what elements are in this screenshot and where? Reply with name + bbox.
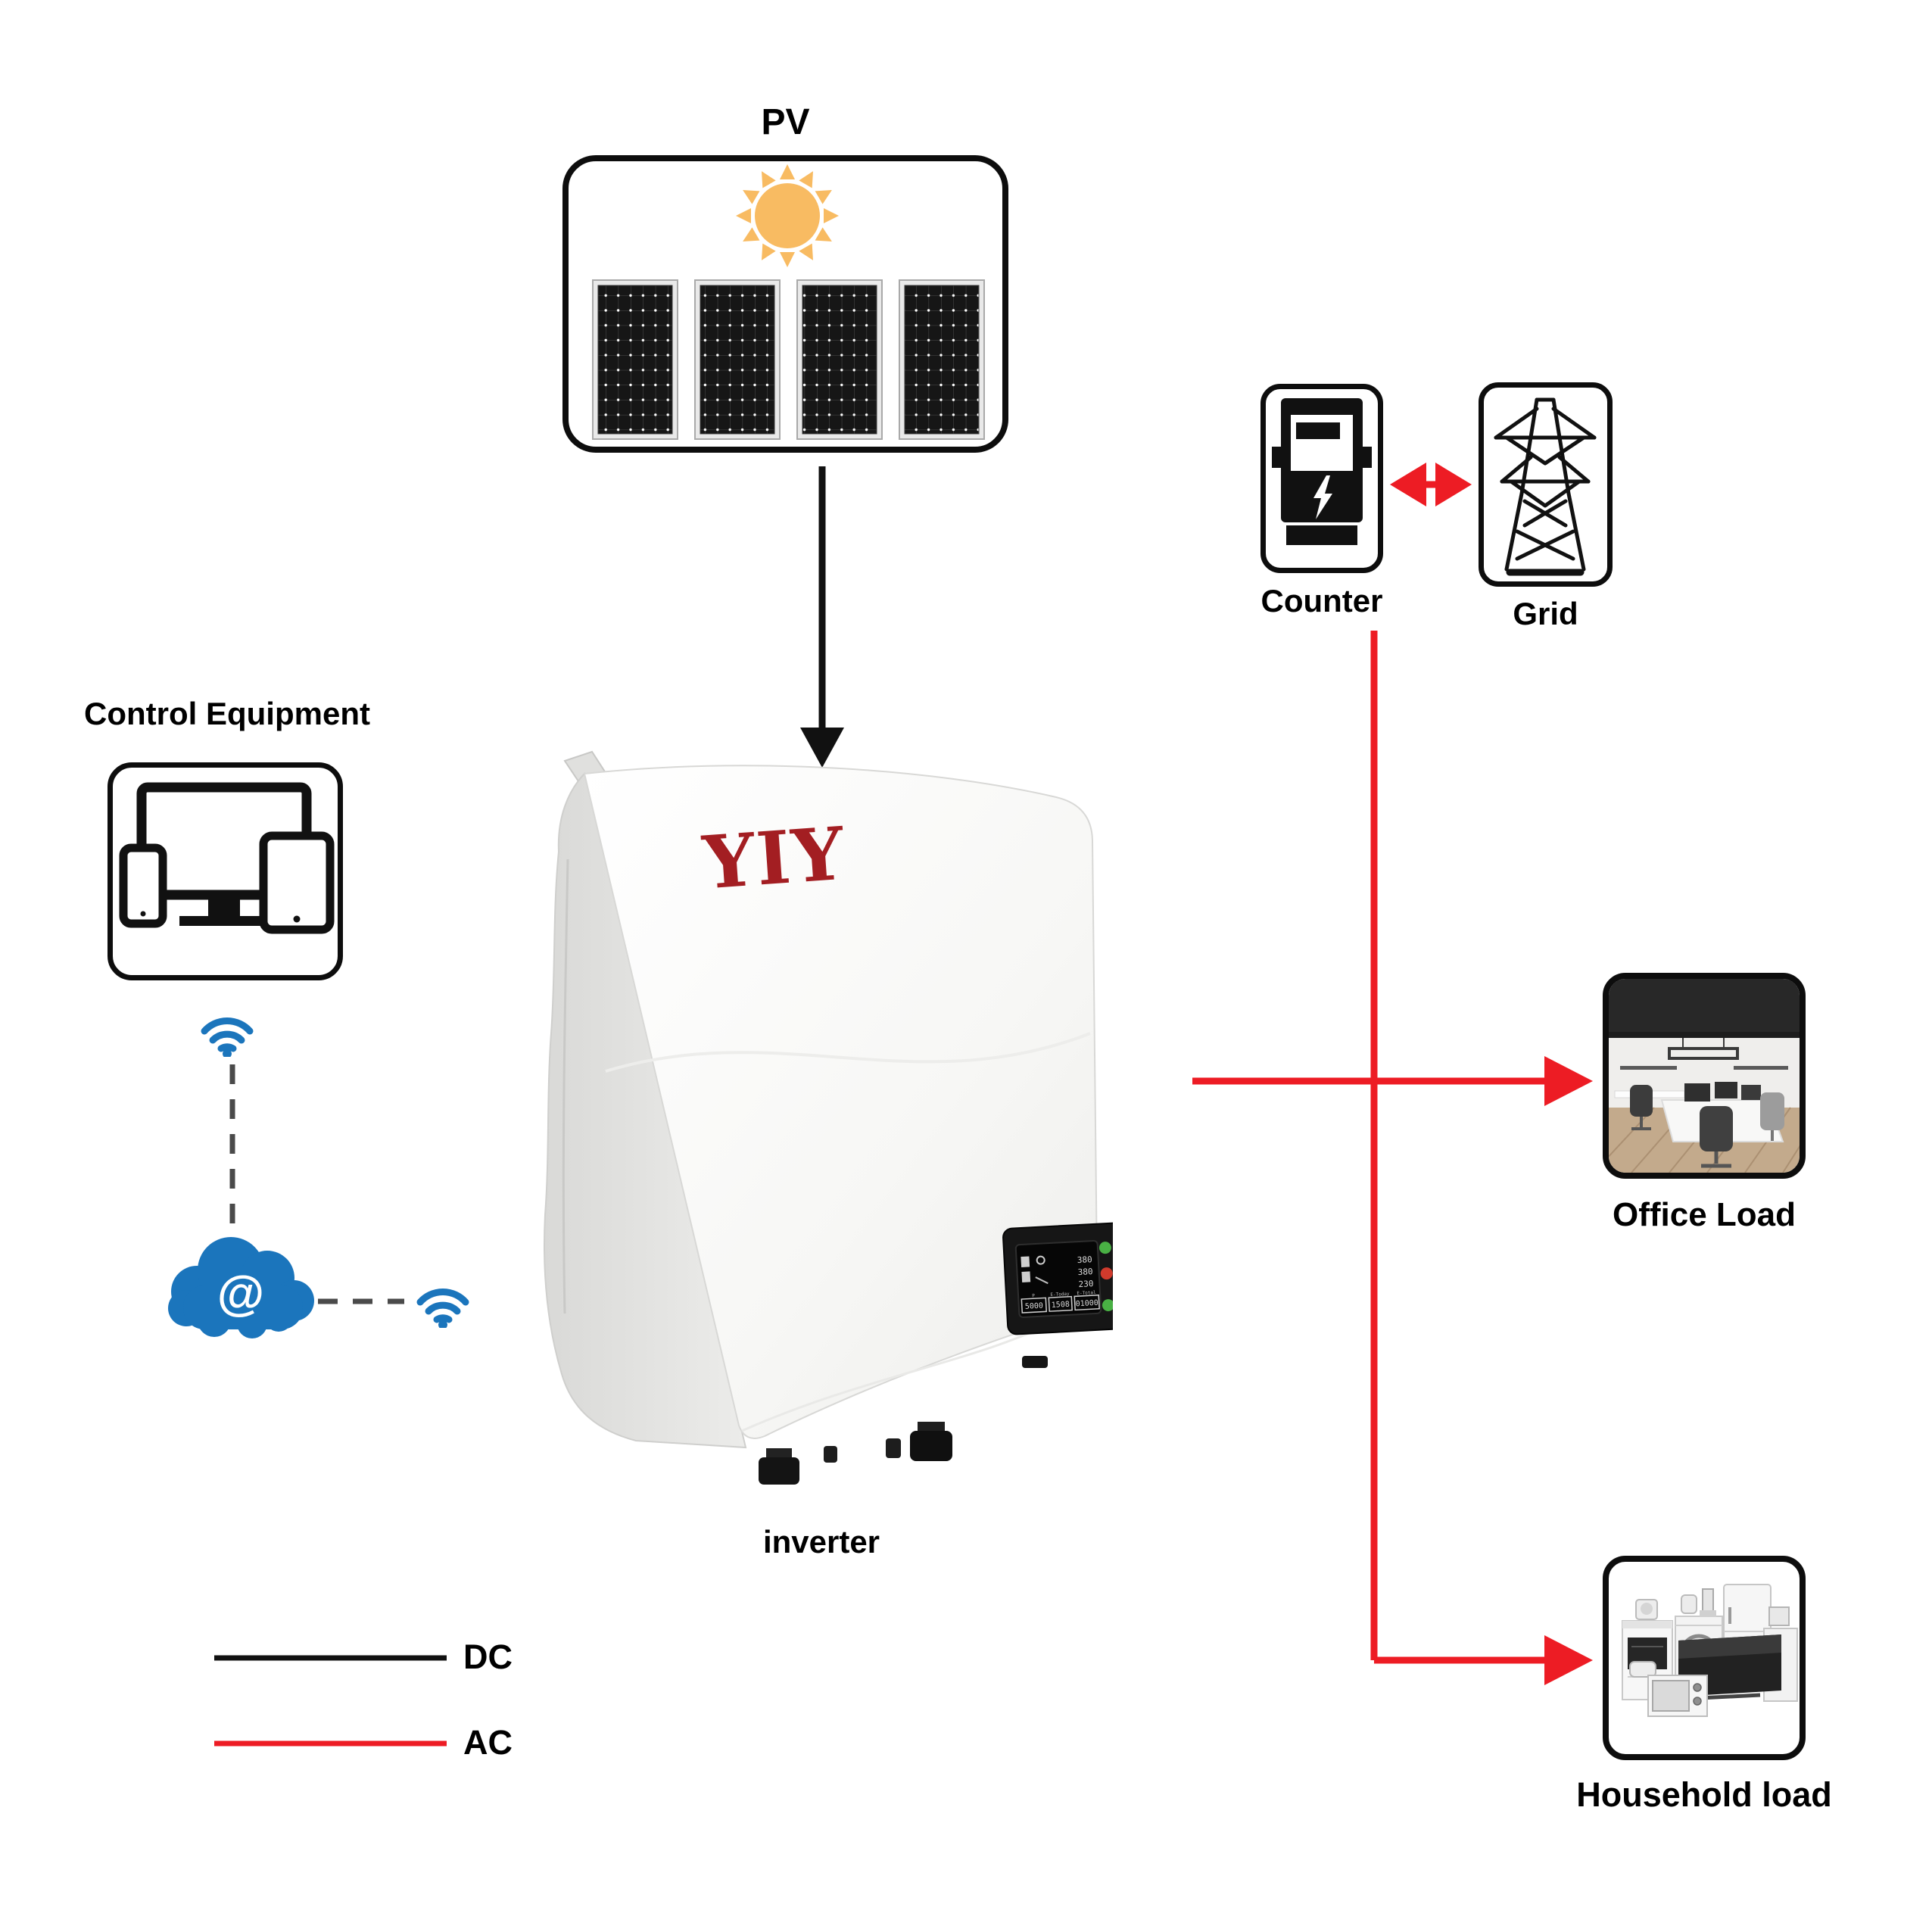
microwave-icon	[1647, 1675, 1708, 1717]
solar-panel-icon	[592, 279, 678, 440]
lcd-readout-label-3: E-Total	[1077, 1290, 1096, 1296]
wifi-icon	[411, 1272, 475, 1328]
household-load-label: Household load	[1576, 1775, 1832, 1814]
lcd-voltage-3: 230	[1078, 1279, 1094, 1289]
pv-illustration	[592, 164, 985, 440]
appliances-photo	[1622, 1584, 1798, 1717]
lcd-readout-label-2: E-Today	[1050, 1292, 1070, 1298]
counter-grid-double-arrow-icon	[1390, 463, 1472, 506]
inverter-device: YIY 380 380 230 P E-Today E-Total 5000	[544, 750, 1113, 1485]
office-photo	[1609, 979, 1800, 1173]
svg-text:YIY: YIY	[700, 811, 848, 906]
counter-label: Counter	[1260, 583, 1383, 619]
office-arrowhead-icon	[1544, 1056, 1593, 1106]
grid-label: Grid	[1513, 596, 1578, 631]
household-arrowhead-icon	[1544, 1635, 1593, 1685]
wireless-dashed-links	[229, 1064, 404, 1304]
counter-box	[1260, 384, 1383, 573]
kettle-icon	[1681, 1594, 1697, 1614]
office-load-label: Office Load	[1612, 1196, 1796, 1233]
blender-icon	[1700, 1588, 1716, 1617]
wifi-icon	[195, 1001, 259, 1057]
ac-red-lines	[1192, 463, 1593, 1685]
tablet-icon	[259, 831, 335, 934]
lcd-readout-1: 5000	[1025, 1302, 1044, 1311]
inverter-side-panel	[544, 771, 747, 1449]
lcd-voltage-2: 380	[1077, 1267, 1093, 1277]
control-equipment-label: Control Equipment	[84, 696, 370, 731]
lcd-readout-3: 01000	[1075, 1299, 1098, 1309]
devices-icon	[119, 782, 335, 934]
pv-label: PV	[761, 102, 810, 142]
pv-to-inverter-dc-arrow	[800, 466, 844, 768]
cloud-at-symbol: @	[217, 1266, 264, 1320]
household-load-box	[1603, 1556, 1806, 1760]
energy-meter-icon	[1272, 398, 1372, 545]
office-load-box	[1603, 973, 1806, 1179]
pv-box	[562, 155, 1008, 453]
solar-panel-icon	[899, 279, 985, 440]
transmission-tower-icon	[1494, 397, 1597, 576]
pendant-light-icon	[1668, 1038, 1739, 1060]
lcd-readout-2: 1508	[1051, 1301, 1070, 1310]
grid-box	[1479, 382, 1613, 587]
control-equipment-box	[108, 762, 343, 980]
inverter-display-panel: 380 380 230 P E-Today E-Total 5000 1508 …	[1002, 1222, 1113, 1335]
smartphone-icon	[119, 843, 167, 928]
legend-ac-label: AC	[463, 1723, 513, 1762]
dc-connectors	[759, 1356, 1048, 1485]
lightning-bolt-icon	[1313, 475, 1332, 519]
office-chairs	[1630, 1085, 1784, 1168]
solar-panel-icon	[796, 279, 883, 440]
cloud-icon: @	[157, 1232, 327, 1345]
status-led-icons	[1098, 1241, 1113, 1312]
sun-icon	[736, 164, 839, 267]
solar-panel-icon	[694, 279, 781, 440]
coffee-maker-icon	[1635, 1599, 1658, 1620]
lcd-readout-label-1: P	[1032, 1293, 1035, 1298]
lcd-voltage-1: 380	[1077, 1254, 1093, 1265]
inverter-label: inverter	[762, 1524, 880, 1560]
legend-dc-label: DC	[463, 1638, 513, 1676]
toaster-icon	[1629, 1661, 1656, 1678]
brand-logo: YIY	[700, 811, 848, 906]
